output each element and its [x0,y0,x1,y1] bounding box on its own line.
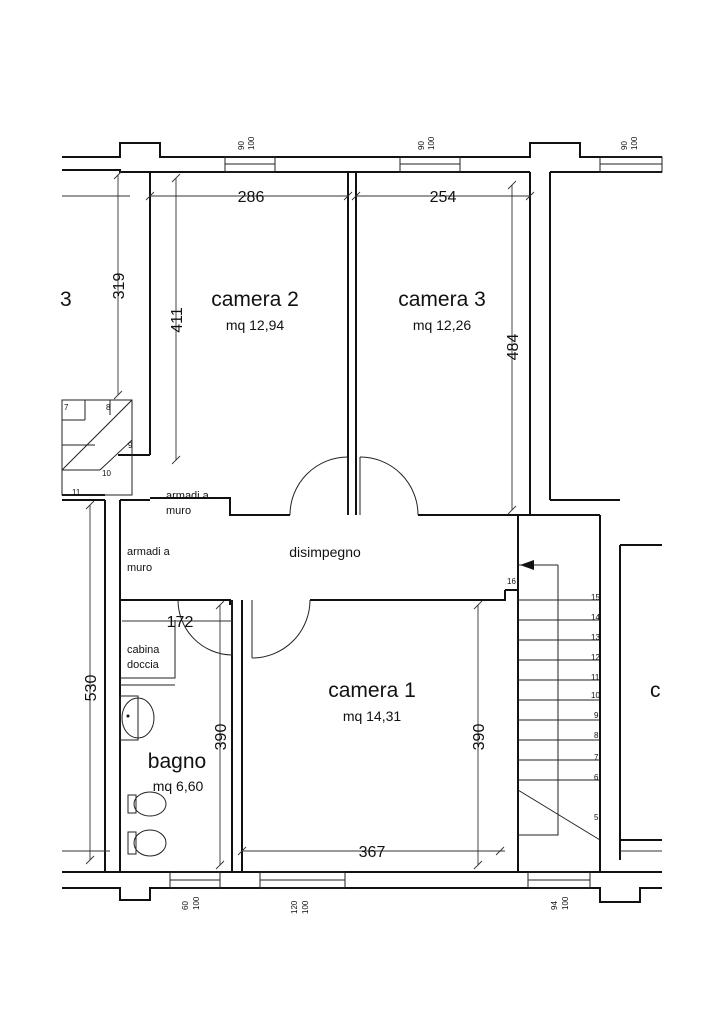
win-bottom2-b: 100 [301,900,310,914]
dim-319: 319 [111,273,128,300]
win-top3-b: 100 [630,136,639,150]
windows [169,156,663,889]
left-stair-step-11: 11 [72,488,81,497]
bathroom-fixtures [119,695,167,857]
room-name-camera1: camera 1 [328,679,416,702]
right-stair-step-5: 5 [594,813,599,822]
armadi-label-2-muro: muro [127,562,152,574]
cabina-label: cabina [127,644,160,656]
room-name-disimpegno: disimpegno [289,544,361,560]
dim-530: 530 [83,675,100,702]
left-stairs: 7 8 9 10 11 [61,399,133,497]
win-bottom1-a: 60 [181,901,190,910]
interior-walls [62,172,662,872]
right-stair-step-13: 13 [591,633,600,642]
dim-172: 172 [167,614,194,631]
right-stair-step-12: 12 [591,653,600,662]
win-bottom1-b: 100 [192,896,201,910]
right-stair-step-11: 11 [591,673,600,682]
win-top2-a: 90 [417,141,426,150]
right-stair-step-15: 15 [591,593,600,602]
armadi-label-2: armadi a [127,546,171,558]
toilet-icon [127,829,167,857]
dim-411: 411 [169,307,186,333]
win-top2-b: 100 [427,136,436,150]
left-stair-step-10: 10 [102,469,111,478]
win-top1-b: 100 [247,136,256,150]
dim-254: 254 [430,189,457,206]
doors [177,456,419,659]
cabina-doccia-label: doccia [127,659,160,671]
room-area-camera1: mq 14,31 [343,708,402,724]
win-bottom3-a: 94 [550,901,559,910]
right-stair-step-6: 6 [594,773,599,782]
right-stairs: 16 15 14 13 12 11 10 9 8 7 6 5 [507,560,600,841]
armadi-label-1: armadi a [166,490,210,502]
room-name-camera3: camera 3 [398,288,486,311]
room-partial-left: 3 [60,288,72,311]
win-bottom2-a: 120 [290,900,299,914]
dim-286: 286 [238,189,265,206]
win-bottom3-b: 100 [561,896,570,910]
stair-arrow-icon [520,560,534,570]
dim-390-right: 390 [471,724,488,751]
right-stair-step-7: 7 [594,753,599,762]
right-stair-step-16: 16 [507,577,516,586]
exterior-walls [62,142,662,903]
bidet-icon [127,791,167,817]
sink-icon [119,695,155,741]
room-area-camera2: mq 12,94 [226,317,285,333]
room-area-camera3: mq 12,26 [413,317,472,333]
room-area-bagno: mq 6,60 [153,778,204,794]
room-partial-right: c [650,679,661,702]
dim-367: 367 [359,844,386,861]
left-stair-step-9: 9 [128,441,133,450]
right-stair-step-8: 8 [594,731,599,740]
room-name-bagno: bagno [148,750,206,773]
win-top1-a: 90 [237,141,246,150]
win-top3-a: 90 [620,141,629,150]
left-stair-step-7: 7 [64,403,69,412]
room-name-camera2: camera 2 [211,288,299,311]
right-stair-step-14: 14 [591,613,600,622]
dimension-lines [62,170,662,870]
left-stair-step-8: 8 [106,403,111,412]
right-stair-step-10: 10 [591,691,600,700]
right-stair-step-9: 9 [594,711,599,720]
dim-484: 484 [505,334,522,361]
dim-390-left: 390 [213,724,230,751]
armadi-label-1-muro: muro [166,505,191,517]
